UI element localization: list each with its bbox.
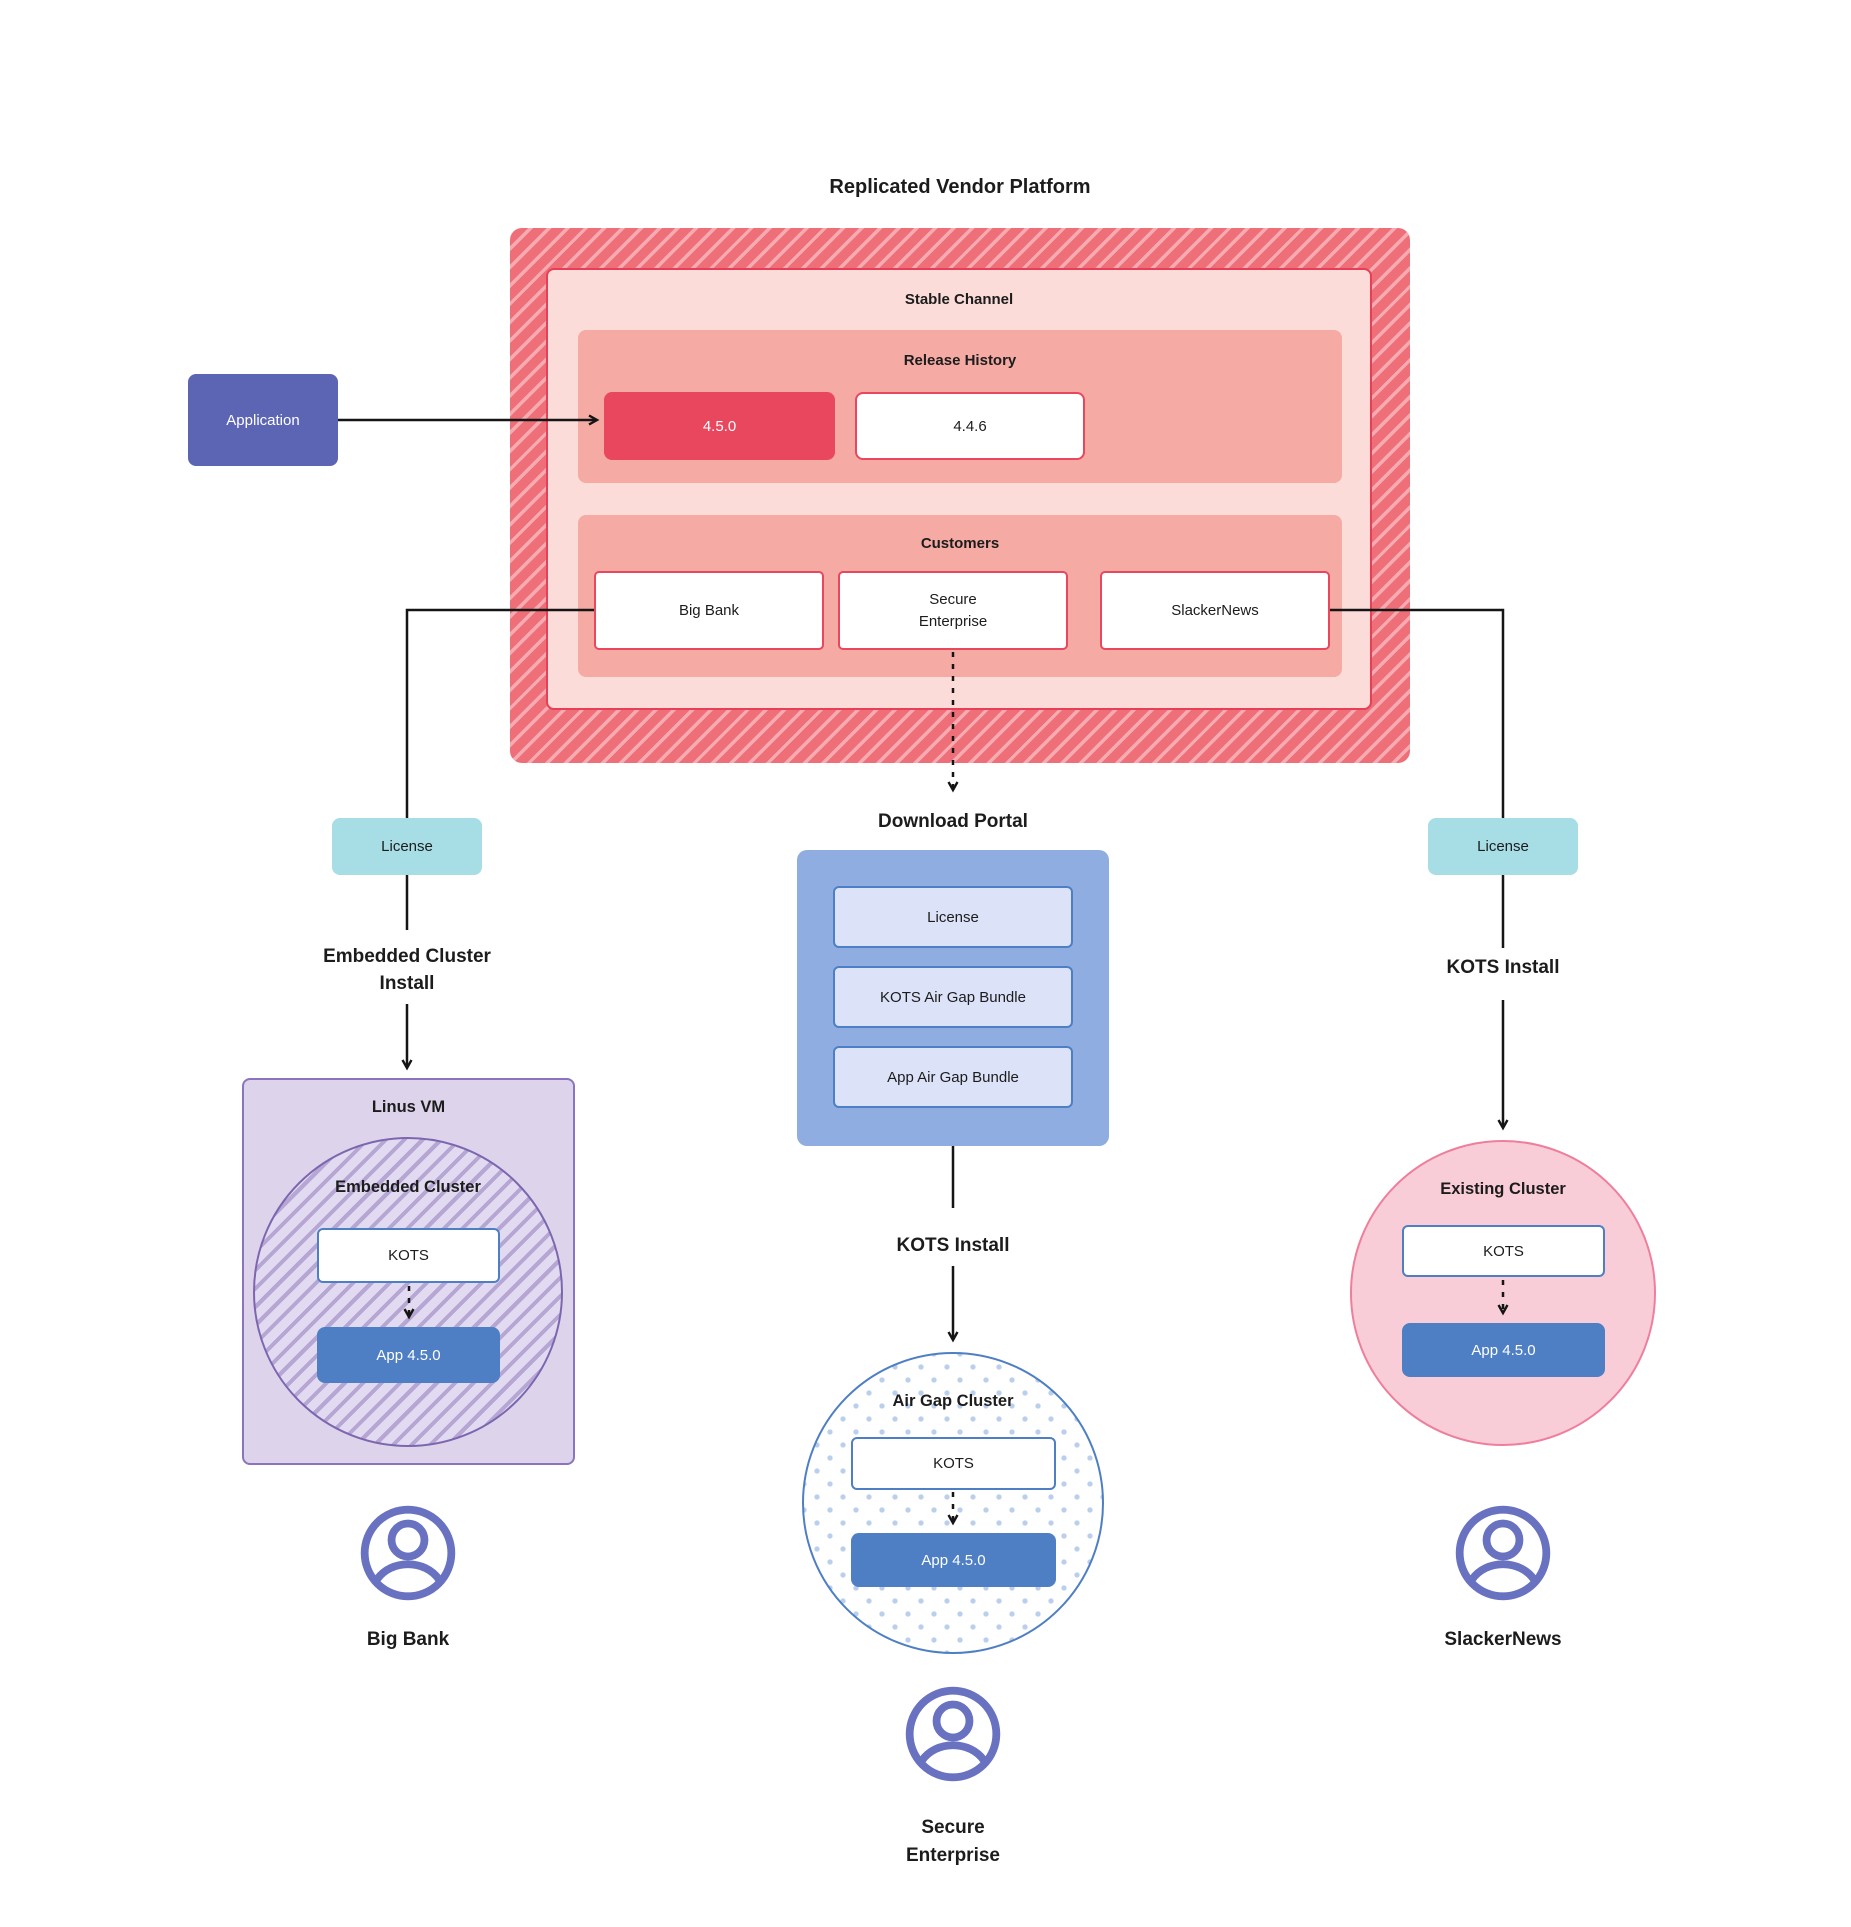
app-node-embedded: App 4.5.0 xyxy=(317,1327,500,1383)
kots-label: KOTS xyxy=(388,1247,429,1264)
application-node[interactable]: Application xyxy=(188,374,338,466)
user-icon xyxy=(905,1686,1001,1782)
portal-item-license[interactable]: License xyxy=(833,886,1073,948)
kots-label: KOTS xyxy=(1483,1242,1524,1260)
portal-item-label: KOTS Air Gap Bundle xyxy=(880,988,1026,1006)
user-label-slackernews: SlackerNews xyxy=(1444,1629,1562,1650)
existing-cluster-label: Existing Cluster xyxy=(1440,1180,1566,1198)
kots-node-embedded: KOTS xyxy=(317,1228,500,1283)
customer-name: Secure Enterprise xyxy=(918,590,988,630)
stable-channel-label: Stable Channel xyxy=(904,291,1014,308)
license-label: License xyxy=(1477,838,1529,855)
user-icon xyxy=(1455,1505,1551,1601)
download-portal-label: Download Portal xyxy=(878,811,1028,832)
embedded-cluster-circle xyxy=(253,1137,563,1447)
release-4-5-0[interactable]: 4.5.0 xyxy=(604,392,835,460)
user-label-secure-enterprise: Secure Enterprise xyxy=(906,1817,1000,1866)
kots-label: KOTS xyxy=(933,1455,974,1472)
kots-install-label-middle: KOTS Install xyxy=(896,1235,1010,1256)
portal-item-app-airgap-bundle[interactable]: App Air Gap Bundle xyxy=(833,1046,1073,1108)
release-4-4-6[interactable]: 4.4.6 xyxy=(855,392,1085,460)
kots-node-existing: KOTS xyxy=(1402,1225,1605,1277)
kots-node-airgap: KOTS xyxy=(851,1437,1056,1490)
release-history-label: Release History xyxy=(903,352,1017,369)
app-node-airgap: App 4.5.0 xyxy=(851,1533,1056,1587)
app-label: App 4.5.0 xyxy=(376,1346,441,1364)
diagram-title: Replicated Vendor Platform xyxy=(829,176,1091,198)
app-label: App 4.5.0 xyxy=(921,1551,986,1569)
portal-item-label: App Air Gap Bundle xyxy=(887,1068,1019,1086)
linus-vm-label: Linus VM xyxy=(371,1098,446,1116)
release-version: 4.4.6 xyxy=(953,417,987,435)
app-label: App 4.5.0 xyxy=(1471,1341,1536,1359)
customers-label: Customers xyxy=(920,535,1000,552)
portal-item-kots-airgap-bundle[interactable]: KOTS Air Gap Bundle xyxy=(833,966,1073,1028)
application-label: Application xyxy=(226,411,300,429)
license-label: License xyxy=(381,838,433,855)
release-version: 4.5.0 xyxy=(702,417,737,435)
customer-secure-enterprise[interactable]: Secure Enterprise xyxy=(838,571,1068,650)
kots-install-label-right: KOTS Install xyxy=(1446,957,1560,978)
customer-name: Big Bank xyxy=(678,601,740,619)
user-icon xyxy=(360,1505,456,1601)
embedded-cluster-install-label: Embedded Cluster Install xyxy=(323,946,491,994)
license-node-right: License xyxy=(1428,818,1578,875)
customer-slackernews[interactable]: SlackerNews xyxy=(1100,571,1330,650)
embedded-cluster-label: Embedded Cluster xyxy=(335,1178,481,1196)
user-label-big-bank: Big Bank xyxy=(366,1629,450,1650)
customer-name: SlackerNews xyxy=(1171,601,1259,619)
app-node-existing: App 4.5.0 xyxy=(1402,1323,1605,1377)
customer-big-bank[interactable]: Big Bank xyxy=(594,571,824,650)
license-node-left: License xyxy=(332,818,482,875)
portal-item-label: License xyxy=(927,908,979,926)
air-gap-cluster-label: Air Gap Cluster xyxy=(892,1392,1014,1410)
